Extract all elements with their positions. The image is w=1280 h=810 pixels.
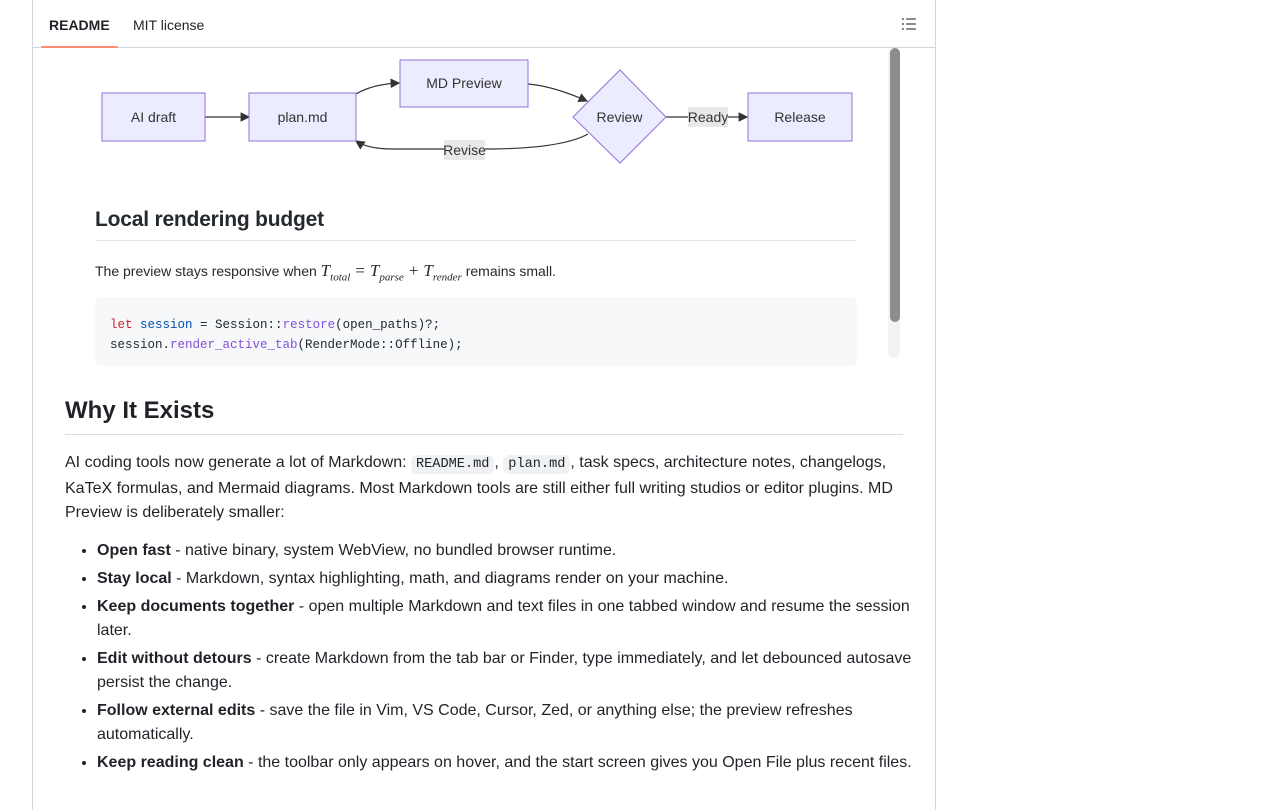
edge-preview-review	[527, 83, 589, 103]
list-item: Stay local - Markdown, syntax highlighti…	[97, 567, 935, 591]
node-plan-md: plan.md	[248, 92, 357, 142]
list-item: Edit without detours - create Markdown f…	[97, 647, 935, 695]
svg-text:Ready: Ready	[688, 109, 728, 125]
node-release: Release	[747, 92, 853, 142]
list-item: Open fast - native binary, system WebVie…	[97, 539, 935, 563]
svg-text:Release: Release	[774, 109, 826, 125]
list-unordered-icon	[902, 18, 916, 30]
code-content: let session = Session::restore(open_path…	[110, 318, 463, 352]
readme-panel: README MIT license	[32, 0, 936, 810]
node-review: Review	[572, 69, 667, 164]
list-item: Follow external edits - save the file in…	[97, 699, 935, 747]
formula-suffix: remains small.	[465, 263, 556, 279]
section-heading: Why It Exists	[65, 397, 903, 435]
svg-text:AI draft: AI draft	[131, 109, 176, 125]
formula-paragraph: The preview stays responsive when Ttotal…	[95, 261, 556, 283]
mermaid-flowchart: AI draft plan.md MD Preview Review Relea…	[101, 59, 853, 164]
svg-text:plan.md: plan.md	[278, 109, 328, 125]
inline-code-readme: README.md	[410, 455, 495, 474]
svg-text:Review: Review	[597, 109, 644, 125]
code-block: let session = Session::restore(open_path…	[95, 297, 857, 366]
inline-code-plan: plan.md	[503, 455, 571, 474]
preview-heading: Local rendering budget	[95, 208, 857, 241]
readme-tabs: README MIT license	[33, 0, 935, 48]
embedded-preview: AI draft plan.md MD Preview Review Relea…	[33, 48, 901, 370]
svg-text:Revise: Revise	[443, 142, 486, 158]
list-item: Keep documents together - open multiple …	[97, 595, 935, 643]
edge-label-ready: Ready	[688, 107, 728, 127]
edge-plan-preview	[355, 78, 401, 95]
preview-scrollbar-thumb[interactable]	[890, 48, 900, 322]
tab-mit-license[interactable]: MIT license	[133, 17, 205, 33]
formula-prefix: The preview stays responsive when	[95, 263, 317, 279]
edge-review-plan	[355, 133, 589, 150]
feature-list: Open fast - native binary, system WebVie…	[65, 539, 935, 779]
edge-label-revise: Revise	[443, 140, 486, 160]
list-item: Keep reading clean - the toolbar only ap…	[97, 751, 935, 775]
intro-paragraph: AI coding tools now generate a lot of Ma…	[65, 454, 893, 521]
svg-text:MD Preview: MD Preview	[426, 75, 502, 91]
outline-button[interactable]	[895, 12, 923, 36]
node-md-preview: MD Preview	[399, 59, 529, 108]
node-ai-draft: AI draft	[101, 92, 206, 142]
tab-readme[interactable]: README	[41, 0, 118, 48]
katex-formula: Ttotal=Tparse+Trender	[320, 261, 462, 284]
